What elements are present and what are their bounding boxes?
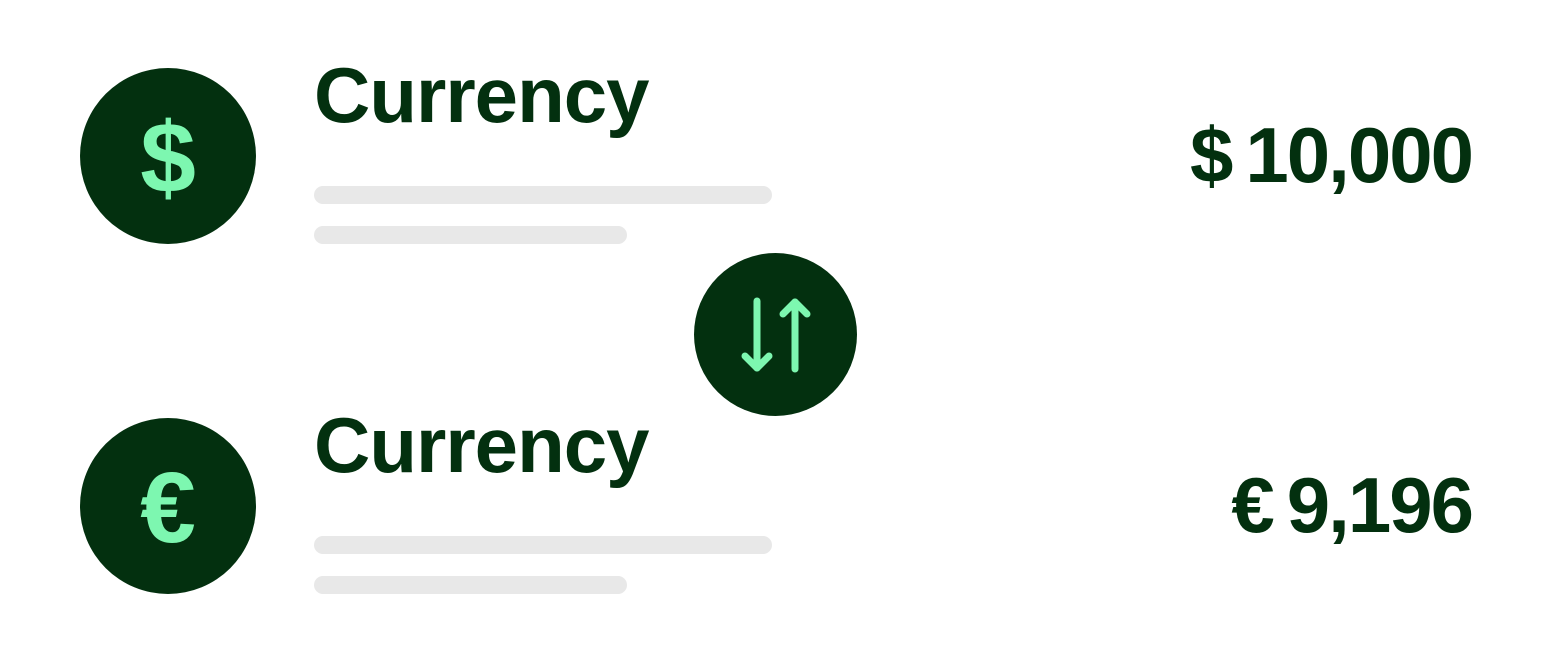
euro-sign-icon: € [80, 418, 256, 594]
from-amount[interactable]: $10,000 [1190, 116, 1474, 194]
from-currency-symbol: $ [140, 102, 196, 214]
swap-button[interactable] [694, 253, 857, 416]
from-currency-row[interactable]: $ Currency $10,000 [0, 56, 1552, 256]
from-amount-value: 10,000 [1245, 111, 1474, 199]
to-amount-symbol: € [1231, 461, 1274, 549]
to-currency-symbol: € [140, 452, 196, 564]
from-placeholder-line-long [314, 186, 772, 204]
dollar-sign-icon: $ [80, 68, 256, 244]
from-placeholder-line-short [314, 226, 627, 244]
from-amount-symbol: $ [1190, 111, 1233, 199]
to-currency-row[interactable]: € Currency €9,196 [0, 406, 1552, 606]
to-placeholder-line-long [314, 536, 772, 554]
swap-vertical-arrows-icon [741, 297, 810, 372]
to-amount[interactable]: €9,196 [1231, 466, 1474, 544]
to-currency-title: Currency [314, 401, 649, 489]
to-amount-value: 9,196 [1286, 461, 1474, 549]
from-currency-title: Currency [314, 51, 649, 139]
to-placeholder-line-short [314, 576, 627, 594]
